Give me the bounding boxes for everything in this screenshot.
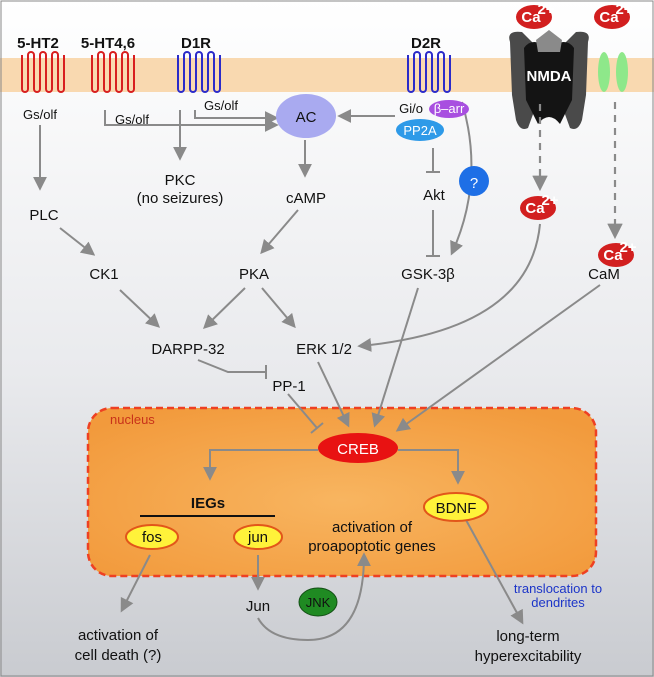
adenylyl-cyclase-shape	[276, 94, 336, 138]
proapoptotic-line1: activation of	[332, 519, 413, 536]
svg-text:Ca: Ca	[603, 247, 623, 264]
d2r-receptor-icon	[407, 51, 451, 93]
fos-shape	[125, 524, 179, 550]
cam-label: CaM	[588, 266, 620, 283]
5ht46-receptor-icon	[91, 51, 135, 93]
translocation-line2: dendrites	[531, 595, 585, 610]
bdnf-label: BDNF	[436, 500, 477, 517]
5ht2-label: 5-HT2	[17, 35, 59, 52]
creb-label: CREB	[337, 441, 379, 458]
svg-text:Ca: Ca	[521, 9, 541, 26]
svg-text:Ca: Ca	[599, 9, 619, 26]
5ht2-receptor-icon	[21, 51, 65, 93]
ac-label: AC	[296, 109, 317, 126]
svg-text:2+: 2+	[615, 1, 632, 18]
darpp32-label: DARPP-32	[151, 341, 224, 358]
hyperexcitability-line1: long-term	[496, 628, 559, 645]
creb-shape	[318, 433, 398, 463]
question-label: ?	[470, 175, 478, 192]
5ht46-label: 5-HT4,6	[81, 35, 135, 52]
svg-text:Ca: Ca	[525, 200, 545, 217]
cell-death-line2: cell death (?)	[75, 647, 162, 664]
calcium-ion-cam: Ca 2+	[598, 239, 637, 267]
iegs-label: IEGs	[191, 495, 225, 512]
jun-protein-label: Jun	[246, 598, 270, 615]
camp-label: cAMP	[286, 190, 326, 207]
gs-olf-label-d1r: Gs/olf	[204, 98, 238, 113]
calcium-ion-cytosol: Ca 2+	[520, 192, 559, 220]
svg-text:2+: 2+	[619, 239, 636, 256]
pka-label: PKA	[239, 266, 269, 283]
question-icon	[459, 166, 489, 196]
hyperexcitability-line2: hyperexcitability	[475, 648, 582, 665]
pkc-note-label: (no seizures)	[137, 190, 224, 207]
akt-label: Akt	[423, 187, 446, 204]
jun-gene-shape	[233, 524, 283, 550]
calcium-ion-channel: Ca 2+	[594, 1, 633, 29]
pp1-label: PP-1	[272, 378, 305, 395]
d1r-label: D1R	[181, 35, 211, 52]
jnk-shape	[298, 587, 338, 617]
jun-gene-label: jun	[247, 529, 268, 546]
erk12-label: ERK 1/2	[296, 341, 352, 358]
bdnf-shape	[423, 492, 489, 522]
nmda-label: NMDA	[527, 68, 572, 85]
svg-text:2+: 2+	[537, 1, 554, 18]
d1r-receptor-icon	[177, 51, 221, 93]
calcium-channel-right-icon	[616, 52, 628, 92]
beta-arrestin-shape	[429, 100, 469, 118]
pp2a-shape	[396, 119, 444, 141]
gs-olf-label-5ht46: Gs/olf	[115, 112, 149, 127]
jnk-label: JNK	[306, 595, 331, 610]
calcium-influx-arrows	[532, 102, 623, 240]
proapoptotic-line2: proapoptotic genes	[308, 538, 436, 555]
inhibition-lines	[197, 148, 440, 434]
gsk3b-label: GSK-3β	[401, 266, 455, 283]
ck1-label: CK1	[89, 266, 118, 283]
beta-arrestin-label: β–arr	[434, 101, 465, 116]
cell-death-line1: activation of	[78, 627, 159, 644]
calcium-ion-nmda: Ca 2+	[516, 1, 555, 29]
gi-o-label: Gi/o	[399, 101, 423, 116]
pp2a-label: PP2A	[403, 123, 437, 138]
fos-label: fos	[142, 529, 162, 546]
pkc-label: PKC	[165, 172, 196, 189]
nucleus-label: nucleus	[110, 412, 155, 427]
plc-label: PLC	[29, 207, 58, 224]
svg-text:2+: 2+	[541, 192, 558, 209]
gs-olf-label-5ht2: Gs/olf	[23, 107, 57, 122]
translocation-line1: translocation to	[514, 581, 602, 596]
d2r-label: D2R	[411, 35, 441, 52]
nmda-receptor-icon	[509, 30, 589, 129]
calcium-channel-left-icon	[598, 52, 610, 92]
